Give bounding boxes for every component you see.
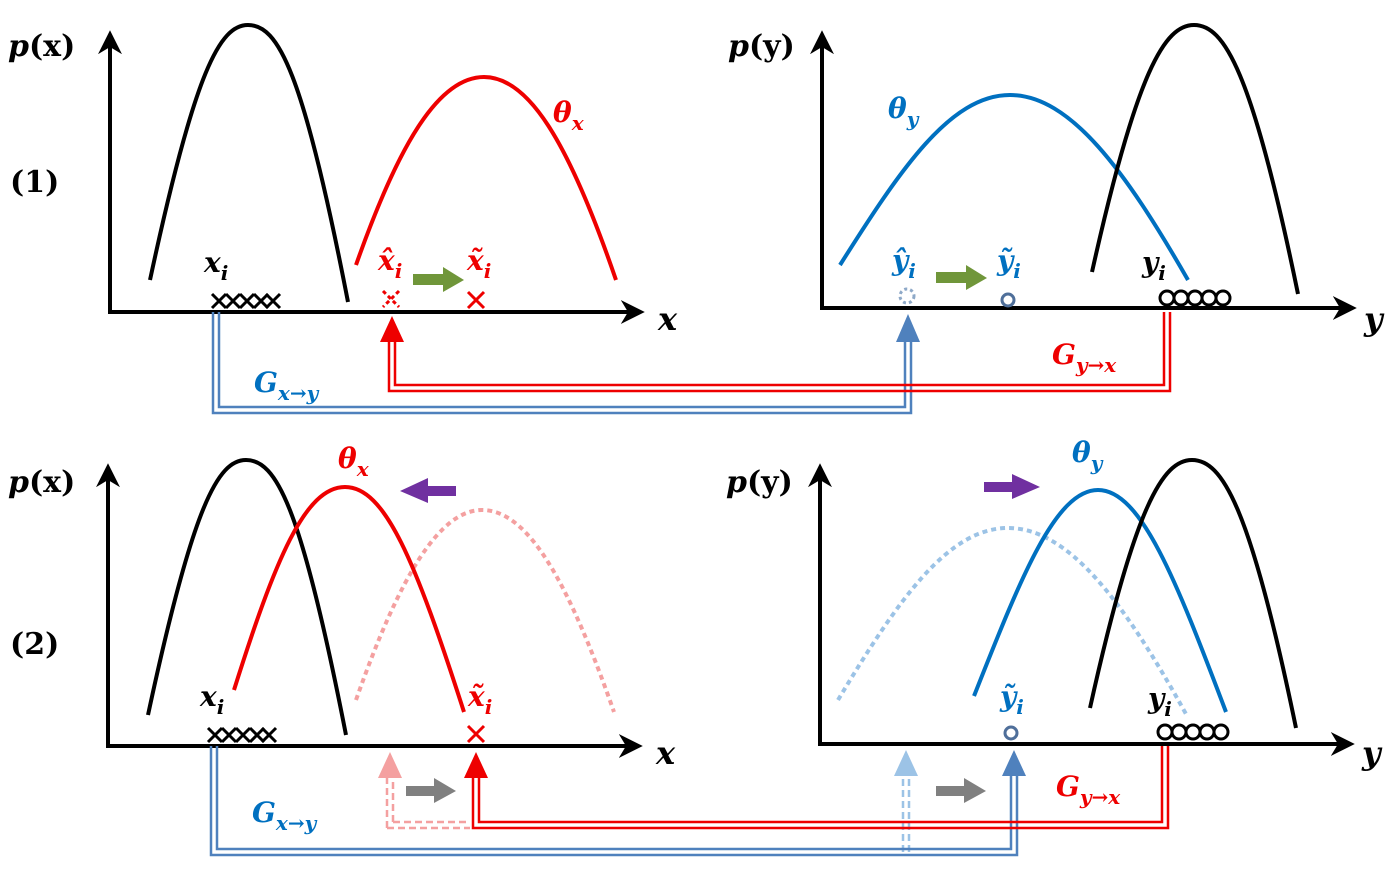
updated-x-distribution-curve [232, 484, 466, 713]
panel-index-2: (2) [10, 627, 59, 662]
previous-route-y-faded [894, 750, 918, 852]
theta-y-label-bottom: θy [1072, 436, 1104, 475]
x-tilde-label-top: x̃i [466, 244, 491, 283]
theta-y-label-top: θy [888, 92, 920, 131]
y-tilde-marker-bottom [1003, 725, 1019, 741]
previous-route-x-faded [378, 752, 470, 830]
x-tilde-label-bottom: x̃i [467, 680, 492, 719]
y-axis-label-right-top: p(y) [728, 29, 795, 64]
route-g-y-to-x-top [380, 312, 1172, 393]
y-hat-marker [898, 287, 916, 305]
purple-arrow-left-bottom [400, 478, 456, 503]
purple-arrow-right-bottom [984, 474, 1040, 499]
y-hat-label-top: ŷi [891, 244, 916, 283]
updated-y-distribution-curve [972, 487, 1228, 713]
xi-label-top: xi [203, 246, 228, 285]
x-axis-label-left-bottom: x [655, 734, 676, 772]
y-tilde-label-bottom: ỹi [999, 680, 1024, 719]
previous-x-distribution-curve [354, 507, 616, 713]
gray-arrow-right-bottom [936, 778, 986, 803]
y-tilde-marker-top [1000, 292, 1016, 308]
panel-top: (1) p(x) x θx xi x̂i x̃i [8, 22, 1385, 415]
real-y-distribution-curve [1090, 22, 1300, 295]
xi-label-bottom: xi [199, 680, 224, 719]
theta-x-label-top: θx [553, 96, 585, 135]
panel-index-1: (1) [10, 165, 59, 200]
generated-y-distribution-curve [838, 92, 1190, 281]
y-samples-bottom [1156, 723, 1230, 741]
panel-bottom: (2) p(x) x θx xi x̃i p(y) y [8, 436, 1383, 857]
right-axes-bottom: p(y) y [726, 463, 1383, 772]
route-g-x-to-y-top [211, 312, 920, 415]
g-y-to-x-label-bottom: Gy→x [1056, 770, 1121, 809]
y-samples-top [1158, 289, 1232, 307]
g-x-to-y-label-top: Gx→y [254, 366, 320, 405]
x-axis-label-left-top: x [657, 300, 678, 338]
real-x-distribution-curve-bottom [146, 457, 348, 736]
y-tilde-label-top: ỹi [996, 244, 1021, 283]
yi-label-bottom: yi [1147, 682, 1172, 721]
left-axes-top: p(x) x [8, 29, 678, 338]
left-axes-bottom: p(x) x [8, 463, 676, 772]
y-axis-label-right-bottom: p(y) [726, 465, 793, 500]
x-tilde-marker-top [466, 290, 486, 310]
g-y-to-x-label-top: Gy→x [1052, 338, 1117, 377]
yi-label-top: yi [1141, 246, 1166, 285]
previous-y-distribution-curve [836, 525, 1188, 715]
route-g-y-to-x-bottom [464, 746, 1170, 830]
x-tilde-marker-bottom [466, 724, 486, 744]
generated-x-distribution-curve [354, 74, 618, 281]
x-samples-bottom [206, 726, 278, 744]
green-arrow-right-top [936, 265, 987, 290]
route-g-x-to-y-bottom [209, 746, 1026, 857]
green-arrow-left-top [413, 267, 464, 292]
g-x-to-y-label-bottom: Gx→y [252, 796, 318, 835]
theta-x-label-bottom: θx [338, 442, 370, 481]
y-axis-label-left-top: p(x) [8, 29, 75, 64]
right-axes-top: p(y) y [728, 29, 1385, 338]
x-hat-label-top: x̂i [377, 244, 402, 283]
real-y-distribution-curve-bottom [1088, 457, 1298, 729]
y-axis-label-left-bottom: p(x) [8, 465, 75, 500]
x-axis-label-right-top: y [1363, 300, 1385, 338]
x-axis-label-right-bottom: y [1361, 734, 1383, 772]
real-x-distribution-curve [148, 22, 350, 303]
gray-arrow-left-bottom [406, 778, 456, 803]
x-samples-top [210, 292, 282, 310]
x-hat-marker [381, 289, 401, 309]
